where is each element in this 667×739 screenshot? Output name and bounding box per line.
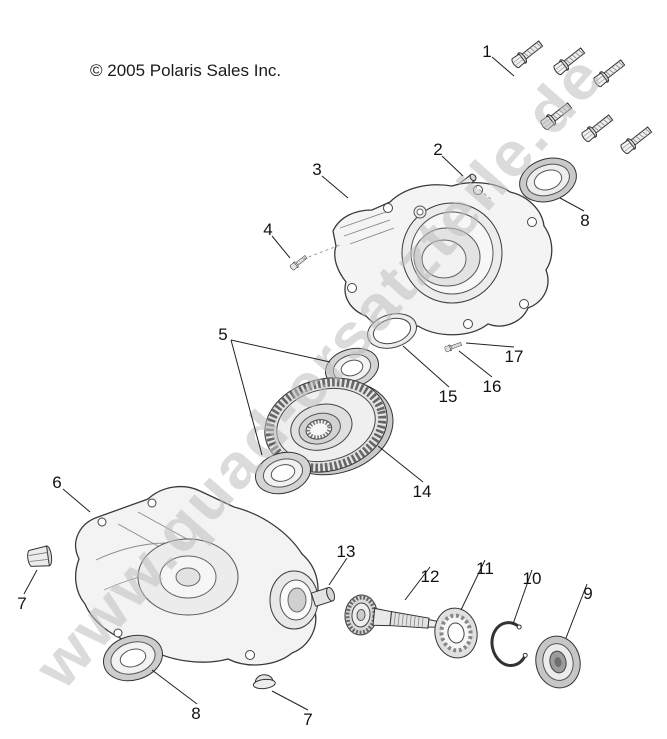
leader-11 (460, 559, 486, 611)
leader-8-bottom (151, 669, 198, 705)
leader-6 (62, 488, 91, 513)
callout-labels: 1 2 3 4 5 6 7 7 8 8 9 10 11 12 13 14 15 … (17, 42, 592, 729)
callout-label-8-bottom: 8 (191, 704, 200, 723)
callout-label-7-bottom: 7 (303, 710, 312, 729)
callout-label-12: 12 (421, 567, 440, 586)
leader-8-top (559, 197, 585, 212)
callout-label-5: 5 (218, 325, 227, 344)
input-seal-top (519, 157, 577, 203)
leader-10 (512, 569, 533, 625)
output-shaft-seal (535, 635, 581, 689)
pinion-shaft (344, 594, 440, 636)
lower-gearcase-half (74, 485, 319, 666)
callout-label-17: 17 (505, 347, 524, 366)
ring-gear (264, 377, 394, 476)
callout-label-9: 9 (583, 584, 592, 603)
flange-bolt-icon (618, 124, 654, 156)
push-plug-bottom (252, 674, 276, 690)
callout-label-3: 3 (312, 160, 321, 179)
copyright-text: © 2005 Polaris Sales Inc. (90, 61, 281, 80)
leader-4 (271, 235, 291, 259)
hex-plug-left (27, 545, 53, 567)
leader-7-left (23, 569, 38, 595)
upper-gearcase-half (332, 181, 553, 336)
snap-ring (490, 621, 528, 667)
shim-washer (367, 313, 417, 349)
callout-label-16: 16 (483, 377, 502, 396)
leader-15 (402, 345, 450, 388)
small-bolt-item4 (288, 253, 309, 272)
alignment-guide (302, 244, 341, 260)
leader-3 (321, 175, 349, 199)
callout-label-2: 2 (433, 140, 442, 159)
leader-12 (404, 566, 431, 601)
leader-13 (328, 557, 348, 586)
flange-bolt-icon (509, 38, 545, 70)
leader-1 (491, 56, 515, 77)
leader-5b (230, 339, 263, 456)
callout-label-15: 15 (439, 387, 458, 406)
leader-9 (565, 583, 588, 639)
callout-label-1: 1 (482, 42, 491, 61)
leader-14 (377, 445, 424, 483)
output-seal-bottom (103, 634, 163, 682)
leader-7-bottom (271, 690, 309, 711)
leader-5a (230, 339, 331, 363)
bearing-upper (325, 347, 379, 389)
ball-bearing (434, 607, 478, 659)
callout-label-10: 10 (523, 569, 542, 588)
callout-label-11: 11 (476, 559, 494, 578)
callout-label-7-left: 7 (17, 594, 26, 613)
roller-pin (311, 586, 336, 607)
leader-lines (23, 56, 588, 711)
bearing-lower (255, 451, 311, 495)
leader-17 (465, 342, 515, 348)
callout-label-4: 4 (263, 220, 272, 239)
leader-2 (441, 155, 464, 177)
callout-label-8-top: 8 (580, 211, 589, 230)
callout-label-14: 14 (413, 482, 432, 501)
callout-label-13: 13 (337, 542, 356, 561)
leader-16 (458, 350, 493, 378)
alignment-guide (469, 181, 493, 201)
callout-label-6: 6 (52, 473, 61, 492)
